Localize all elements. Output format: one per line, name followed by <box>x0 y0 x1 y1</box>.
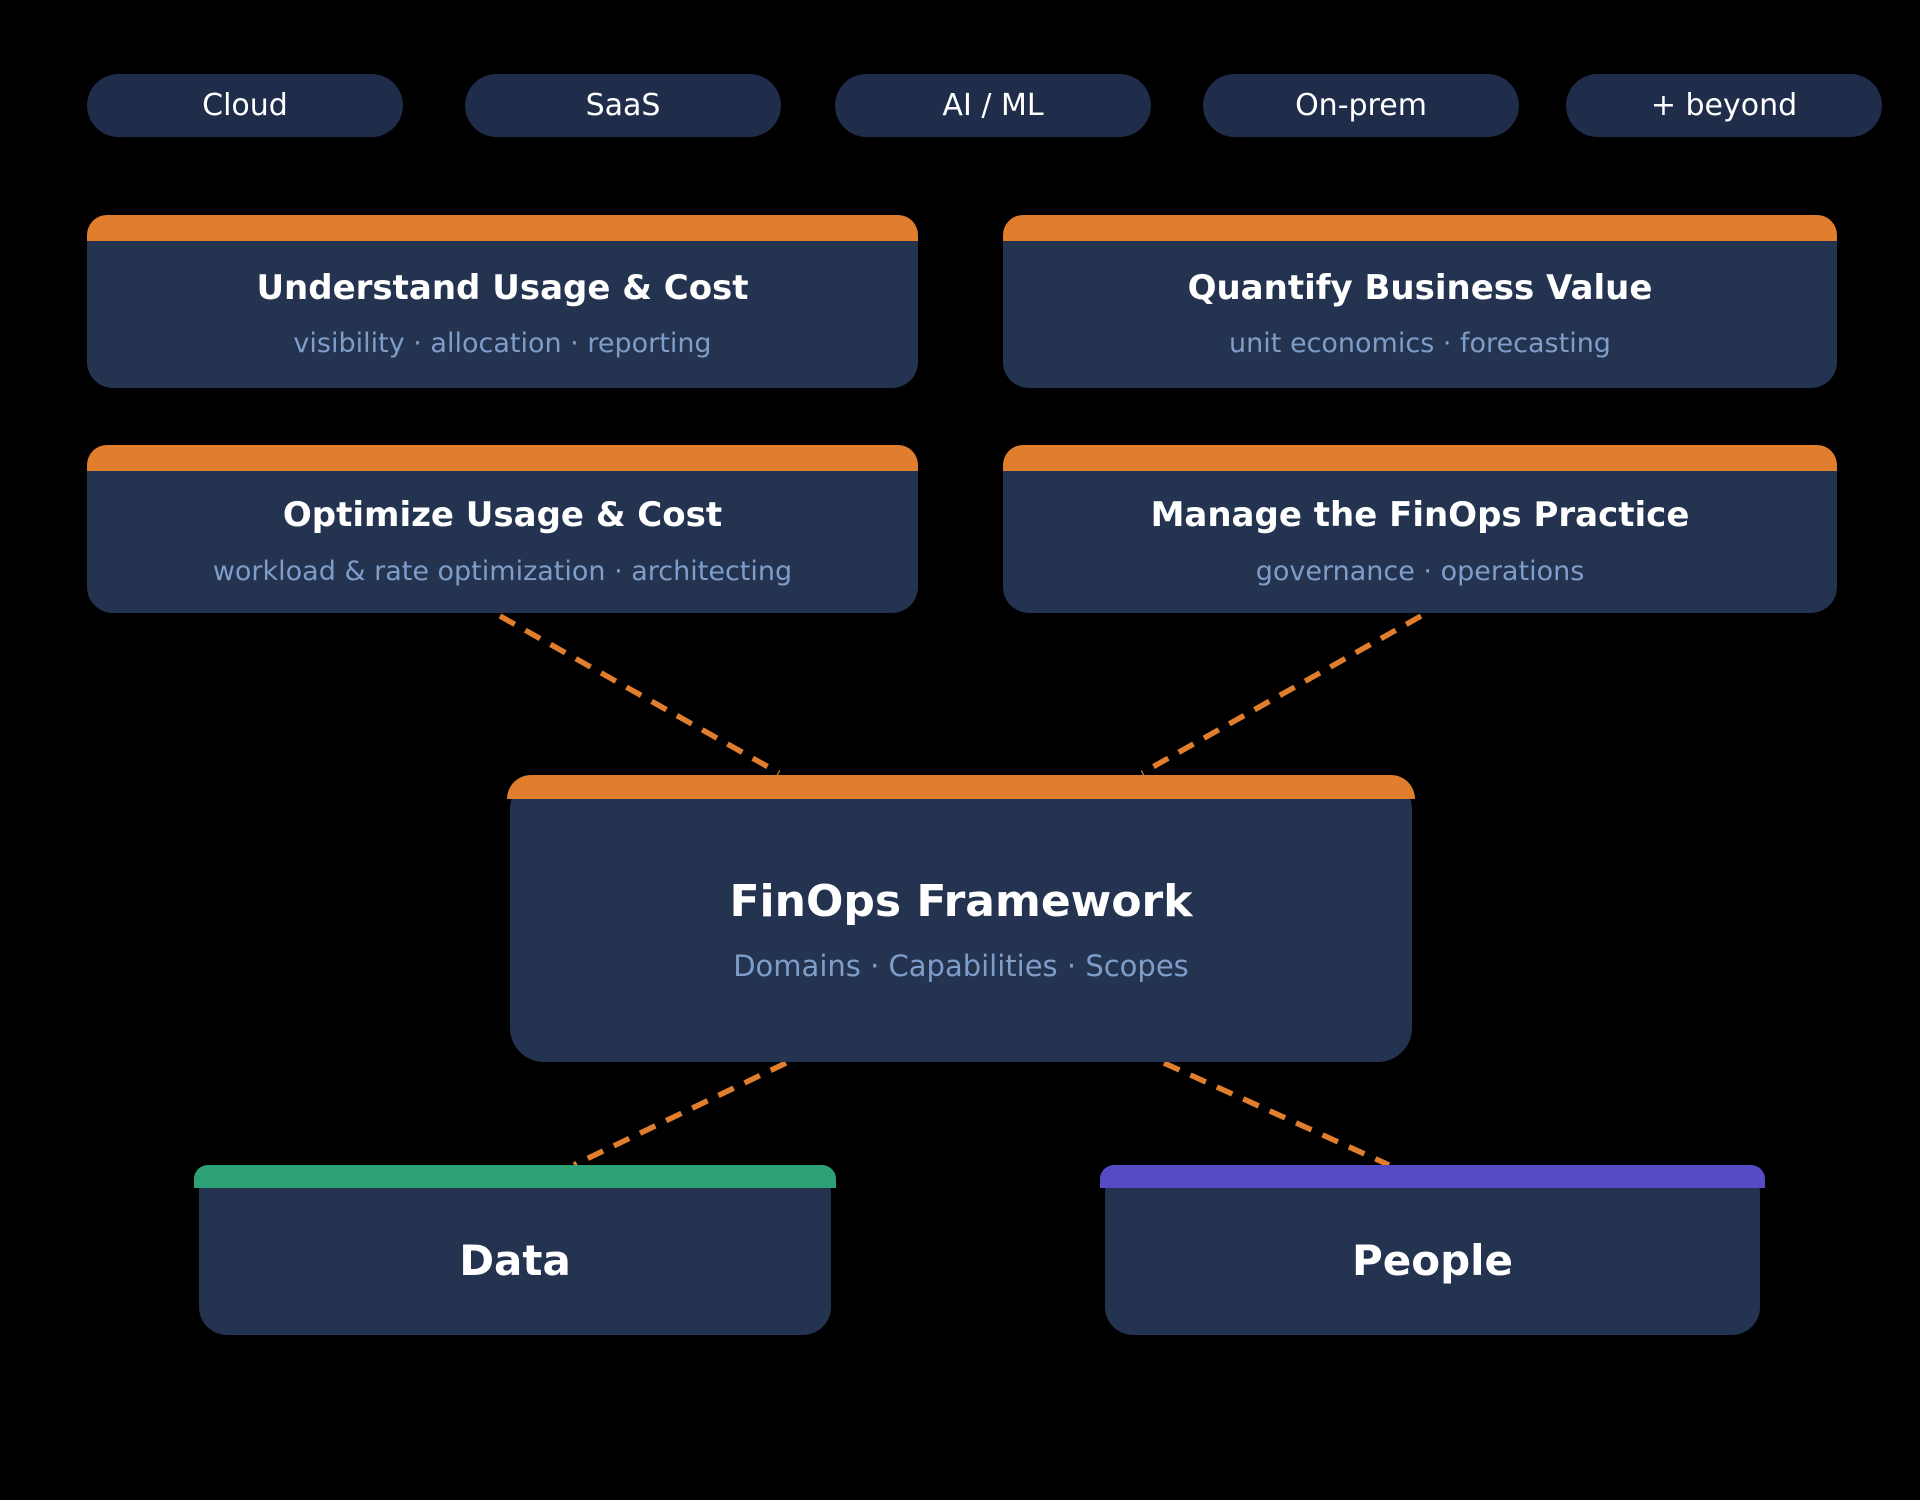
domain-subtitle: unit economics · forecasting <box>1229 328 1611 360</box>
framework-title: FinOps Framework <box>729 876 1193 928</box>
card-accent-bar <box>1003 445 1837 471</box>
domain-subtitle: workload & rate optimization · architect… <box>212 555 793 587</box>
framework-subtitle: Domains · Capabilities · Scopes <box>733 948 1189 983</box>
domain-card-understand-usage-cost: Understand Usage & Cost visibility · all… <box>87 215 918 388</box>
foundation-card-data: Data <box>194 1165 836 1335</box>
domain-card-quantify-business-value: Quantify Business Value unit economics ·… <box>1003 215 1837 388</box>
scope-pill-cloud: Cloud <box>87 74 403 137</box>
scope-pill-label: On-prem <box>1295 88 1427 123</box>
connector-framework-to-data <box>572 1060 788 1168</box>
card-accent-bar <box>87 215 918 241</box>
scope-pill-ai-ml: AI / ML <box>835 74 1151 137</box>
foundation-title: People <box>1351 1236 1514 1286</box>
card-accent-bar <box>1003 215 1837 241</box>
domain-subtitle: governance · operations <box>1255 555 1585 587</box>
foundation-title: Data <box>459 1236 571 1286</box>
scope-pill-saas: SaaS <box>465 74 781 137</box>
connector-framework-to-people <box>1162 1060 1391 1168</box>
card-accent-bar <box>1100 1165 1765 1188</box>
connector-optimize-to-framework <box>498 613 781 776</box>
domain-card-manage-finops-practice: Manage the FinOps Practice governance · … <box>1003 445 1837 613</box>
foundation-card-people: People <box>1100 1165 1765 1335</box>
card-accent-bar <box>87 445 918 471</box>
domain-title: Quantify Business Value <box>1187 267 1653 308</box>
scope-pill-beyond: + beyond <box>1566 74 1882 137</box>
domain-title: Manage the FinOps Practice <box>1150 495 1690 536</box>
scope-pill-label: Cloud <box>202 88 288 123</box>
domain-subtitle: visibility · allocation · reporting <box>293 328 712 360</box>
scope-pill-label: AI / ML <box>942 88 1044 123</box>
scope-pill-label: SaaS <box>585 88 661 123</box>
card-accent-bar <box>194 1165 836 1188</box>
domain-title: Optimize Usage & Cost <box>282 495 723 536</box>
scope-pill-on-prem: On-prem <box>1203 74 1519 137</box>
framework-card: FinOps Framework Domains · Capabilities … <box>507 775 1415 1062</box>
scope-pill-label: + beyond <box>1650 88 1798 123</box>
domain-card-optimize-usage-cost: Optimize Usage & Cost workload & rate op… <box>87 445 918 613</box>
connector-manage-to-framework <box>1140 613 1423 776</box>
card-accent-bar <box>507 775 1415 799</box>
domain-title: Understand Usage & Cost <box>256 267 749 308</box>
